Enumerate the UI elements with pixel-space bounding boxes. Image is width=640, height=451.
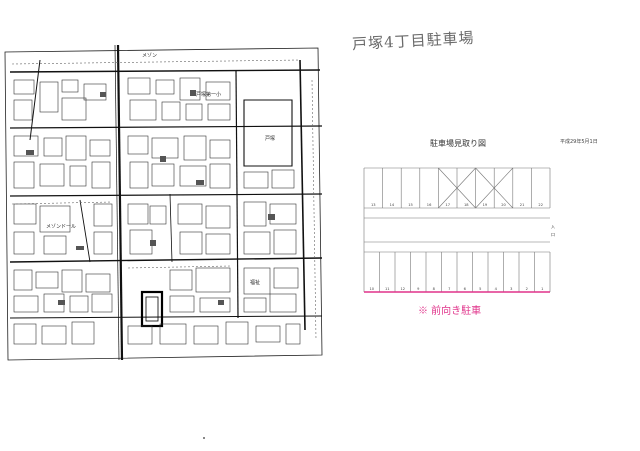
entrance-char: 口 [551, 232, 555, 237]
stall-number-bottom: 9 [417, 287, 420, 291]
stall-number-bottom: 4 [495, 287, 498, 291]
stall-number-bottom: 6 [464, 287, 467, 291]
entrance-char: 入 [551, 224, 555, 229]
plan-date: 平成29年5月1日 [560, 139, 598, 145]
stall-number-top: 21 [520, 203, 525, 207]
stall-number-top: 22 [538, 203, 543, 207]
stall-number-bottom: 3 [510, 287, 512, 291]
stall-number-bottom: 1 [541, 287, 543, 291]
stall-number-top: 17 [445, 203, 450, 207]
cross-mark [475, 167, 514, 209]
stall-number-top: 20 [501, 203, 506, 207]
stall-number-top: 13 [371, 203, 376, 207]
stall-number-top: 15 [408, 203, 413, 207]
plan-title: 駐車場見取り図 [430, 139, 486, 148]
map-label: 福祉 [250, 279, 260, 286]
map-label: 戸塚第一小 [196, 91, 221, 98]
handwritten-title: 戸塚4丁目駐車場 [351, 28, 475, 54]
stall-number-bottom: 8 [433, 287, 436, 291]
cross-mark [438, 167, 476, 209]
parking-note: ※ 前向き駐車 [418, 306, 482, 317]
map-label: メゾンドール [46, 224, 76, 230]
stall-number-bottom: 10 [369, 287, 374, 291]
stall-number-top: 16 [427, 203, 432, 207]
stall-number-top: 19 [483, 203, 488, 207]
stall-number-top: 18 [464, 203, 469, 207]
stall-number-top: 14 [390, 203, 395, 207]
map-label: 戸塚 [265, 135, 275, 142]
stall-number-bottom: 2 [526, 287, 528, 291]
map-label: メゾン [142, 53, 157, 59]
stall-number-bottom: 12 [400, 287, 405, 291]
entrance-label: 入口 [551, 224, 555, 237]
block-map: メゾン 戸塚 戸塚第一小 メゾンドール 福祉 [4, 44, 323, 439]
stall-number-bottom: 5 [479, 287, 481, 291]
stall-number-bottom: 11 [385, 287, 390, 291]
stall-number-bottom: 7 [448, 287, 450, 291]
